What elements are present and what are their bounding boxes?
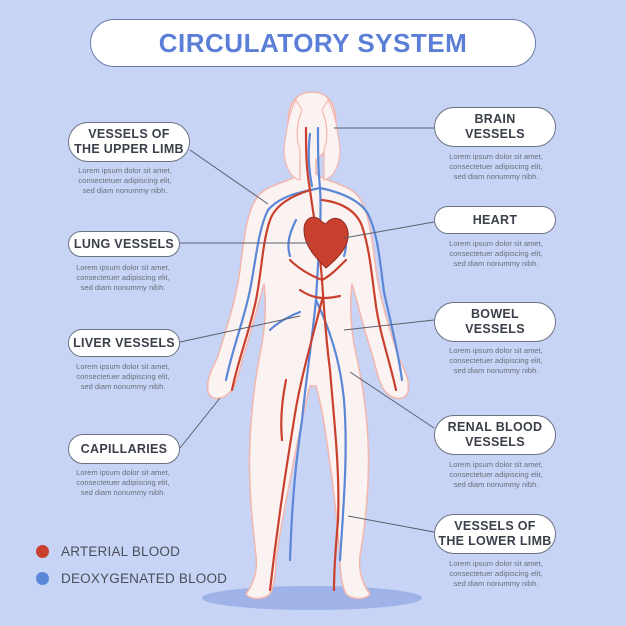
legend-deoxygenated: DEOXYGENATED BLOOD (36, 571, 227, 586)
label-upper-limb-line1: VESSELS OF (88, 127, 170, 141)
heart-shape (303, 216, 349, 269)
label-lower-limb-line1: VESSELS OF (454, 519, 536, 533)
label-liver-vessels: LIVER VESSELS (68, 329, 180, 357)
desc-bowel: Lorem ipsum dolor sit amet,consectetuer … (449, 346, 543, 376)
label-capillaries-text: CAPILLARIES (80, 441, 168, 456)
label-lower-limb-line2: THE LOWER LIMB (438, 534, 552, 548)
label-heart-text: HEART (472, 212, 518, 227)
label-renal-line2: VESSELS (465, 435, 525, 449)
legend-deoxygenated-label: DEOXYGENATED BLOOD (61, 571, 228, 586)
desc-liver: Lorem ipsum dolor sit amet,consectetuer … (76, 362, 170, 392)
legend-arterial: ARTERIAL BLOOD (36, 544, 180, 559)
desc-upper-limb: Lorem ipsum dolor sit amet,consectetuer … (78, 166, 172, 196)
arterial-dot-icon (36, 545, 49, 558)
leader-lines (179, 127, 435, 533)
label-capillaries: CAPILLARIES (68, 434, 180, 464)
desc-brain: Lorem ipsum dolor sit amet,consectetuer … (449, 152, 543, 182)
page-title: CIRCULATORY SYSTEM (158, 27, 468, 58)
hair-shape (283, 98, 341, 181)
desc-lower-limb: Lorem ipsum dolor sit amet,consectetuer … (449, 559, 543, 589)
arteries-group (230, 126, 398, 592)
label-upper-limb-line2: THE UPPER LIMB (74, 142, 184, 156)
veins-group (224, 126, 404, 562)
label-bowel-line2: VESSELS (465, 322, 525, 336)
desc-renal: Lorem ipsum dolor sit amet,consectetuer … (449, 460, 543, 490)
label-lung-text: LUNG VESSELS (73, 236, 175, 251)
label-liver-text: LIVER VESSELS (73, 335, 175, 350)
floor-shadow (202, 586, 422, 610)
desc-heart: Lorem ipsum dolor sit amet,consectetuer … (449, 239, 543, 269)
label-brain-line1: BRAIN (474, 112, 516, 126)
label-renal-line1: RENAL BLOOD (447, 420, 543, 434)
label-bowel-line1: BOWEL (470, 307, 519, 321)
desc-capillaries: Lorem ipsum dolor sit amet,consectetuer … (76, 468, 170, 498)
desc-lung: Lorem ipsum dolor sit amet,consectetuer … (76, 263, 170, 293)
label-heart: HEART (434, 206, 556, 234)
label-lung-vessels: LUNG VESSELS (68, 231, 180, 257)
label-brain-line2: VESSELS (465, 127, 525, 141)
title-banner: CIRCULATORY SYSTEM (90, 19, 536, 67)
legend-arterial-label: ARTERIAL BLOOD (61, 544, 181, 559)
deoxygenated-dot-icon (36, 572, 49, 585)
